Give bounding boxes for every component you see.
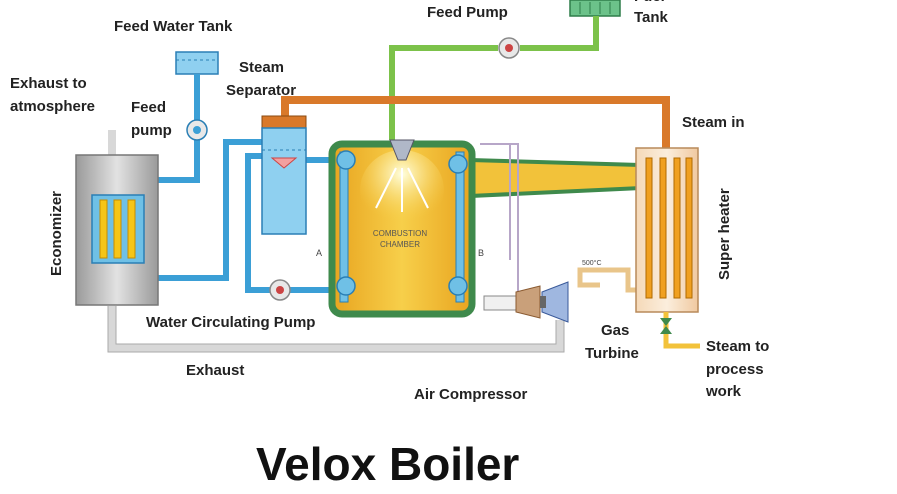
combustion-chamber-label-2: CHAMBER <box>380 240 420 249</box>
exhaust-to-atmosphere-label-2: atmosphere <box>10 98 96 115</box>
super-heater-label: Super heater <box>716 188 733 280</box>
gas-turbine-label-1: Gas <box>601 322 630 339</box>
valve-icon <box>660 318 672 334</box>
velox-boiler-diagram: COMBUSTION CHAMBER A B 500°C <box>75 0 700 353</box>
exhaust-label: Exhaust <box>186 362 245 379</box>
fuel-tank-label-1: Fuel <box>634 0 665 8</box>
combustion-chamber-label-1: COMBUSTION <box>373 229 427 238</box>
burner-icon <box>389 139 415 161</box>
pump-icon <box>186 119 208 141</box>
exhaust-pipe-outline <box>107 306 565 353</box>
fuel-line <box>389 16 599 140</box>
steam-pipe <box>281 96 670 148</box>
steam-to-process-label-2: process <box>706 361 764 378</box>
diagram-title: Velox Boiler <box>256 438 520 490</box>
hot-gas-duct <box>468 157 644 293</box>
steam-separator-label-1: Steam <box>239 59 285 76</box>
feed-pump-left-label-2: pump <box>131 122 172 139</box>
steam-in-label: Steam in <box>682 114 745 131</box>
exhaust-pipe <box>108 130 564 352</box>
steam-separator <box>261 115 307 235</box>
feed-water-tank-icon <box>175 51 219 75</box>
feed-pump-left-label-1: Feed <box>131 99 167 116</box>
compressor-icon <box>483 285 541 319</box>
water-circulating-pump-label: Water Circulating Pump <box>146 314 316 331</box>
economizer-label: Economizer <box>48 190 65 276</box>
fuel-tank-label-2: Tank <box>634 9 668 26</box>
feed-pump-top-label: Feed Pump <box>427 4 508 21</box>
steam-separator-label-2: Separator <box>226 82 297 99</box>
economizer <box>75 154 159 306</box>
fuel-tank-icon <box>569 0 621 17</box>
combustion-chamber <box>328 140 476 318</box>
air-compressor-label: Air Compressor <box>414 386 528 403</box>
turbine-icon <box>540 281 569 323</box>
pump-icon <box>269 279 291 301</box>
flame-arrows <box>375 167 429 212</box>
steam-to-process-label-1: Steam to <box>706 338 770 355</box>
temp-tag: 500°C <box>582 259 602 267</box>
exhaust-to-atmosphere-label-1: Exhaust to <box>10 75 87 92</box>
point-a-label: A <box>316 248 322 258</box>
gas-turbine-label-2: Turbine <box>585 345 639 362</box>
super-heater <box>635 147 699 313</box>
point-b-label: B <box>478 248 484 258</box>
steam-to-process-label-3: work <box>706 383 742 400</box>
air-line <box>480 143 519 300</box>
pump-icon <box>498 37 520 59</box>
feed-water-tank-label: Feed Water Tank <box>114 18 233 35</box>
steam-out-pipe <box>663 312 700 349</box>
